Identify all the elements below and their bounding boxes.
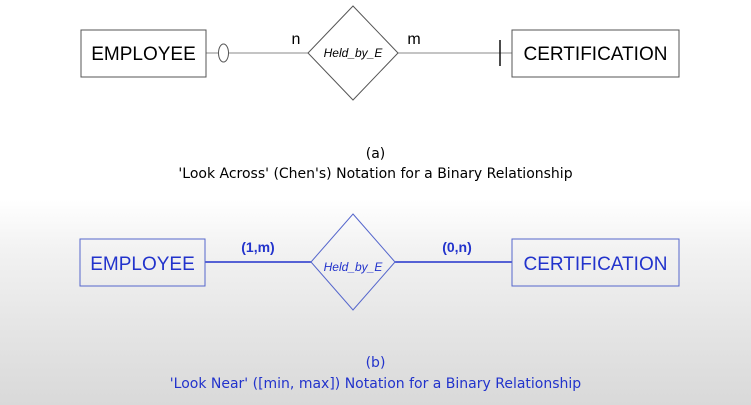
relationship-label: Held_by_E	[324, 260, 384, 274]
cardinality-left: (1,m)	[241, 239, 274, 255]
diagram-b: EMPLOYEE CERTIFICATION Held_by_E (1,m) (…	[79, 213, 680, 311]
cardinality-right: (0,n)	[442, 239, 472, 255]
relationship-diamond	[310, 213, 396, 311]
caption-a-text: 'Look Across' (Chen's) Notation for a Bi…	[178, 166, 573, 182]
entity-employee-label: EMPLOYEE	[91, 44, 196, 65]
relationship-diamond	[307, 5, 399, 101]
entity-employee-label: EMPLOYEE	[90, 254, 195, 275]
entity-employee-box	[80, 29, 207, 78]
entity-certification-box	[511, 29, 680, 78]
relationship-label: Held_by_E	[324, 46, 384, 60]
cardinality-left: n	[292, 31, 301, 48]
entity-certification-label: CERTIFICATION	[524, 254, 668, 275]
entity-certification-box	[511, 238, 680, 287]
cardinality-right: m	[407, 31, 420, 48]
caption-b-label: (b)	[365, 355, 386, 371]
entity-employee-box	[79, 238, 206, 287]
diagram-a: EMPLOYEE CERTIFICATION Held_by_E n m	[80, 5, 680, 101]
entity-certification-label: CERTIFICATION	[524, 44, 668, 65]
caption-a-label: (a)	[365, 146, 386, 162]
optional-circle-marker	[218, 43, 229, 63]
caption-b-text: 'Look Near' ([min, max]) Notation for a …	[169, 376, 582, 392]
